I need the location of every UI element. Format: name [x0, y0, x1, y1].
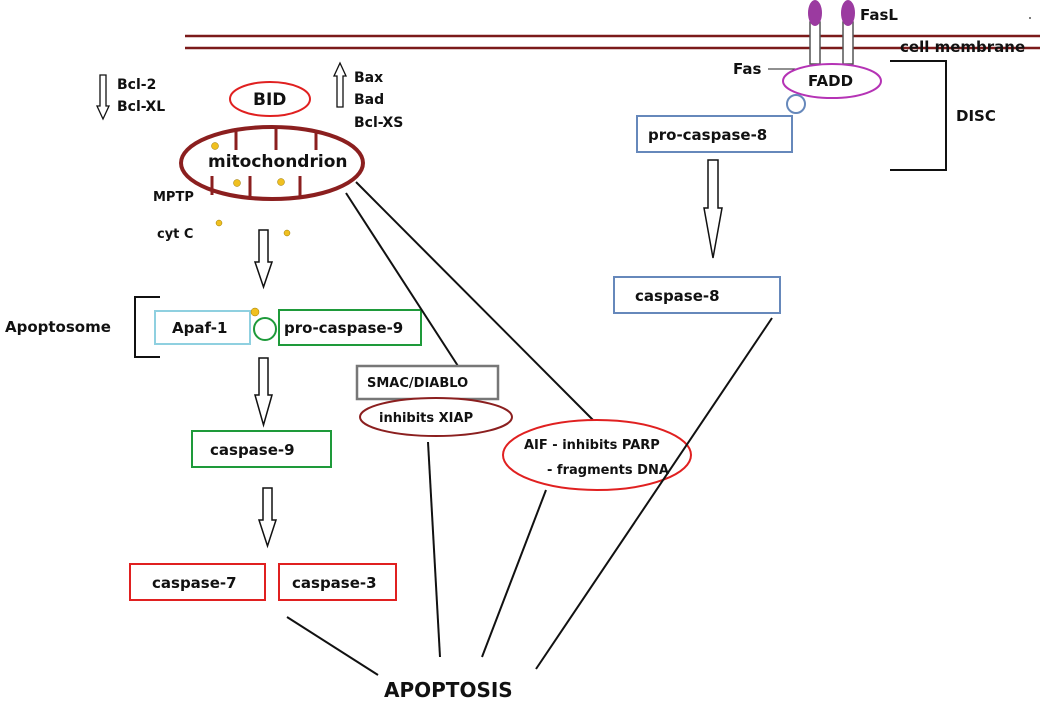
caspase-3-label: caspase-3 — [292, 574, 377, 592]
caspase-3-box — [278, 563, 397, 601]
caspase-7-box — [129, 563, 266, 601]
mitochondrion — [179, 125, 365, 201]
cell-membrane — [185, 34, 1040, 50]
connector-line — [286, 616, 379, 676]
pro-caspase-8-box — [636, 115, 793, 153]
xiap-ellipse — [359, 397, 513, 437]
fadd-adaptor-circle — [786, 94, 806, 114]
caspase-8-box — [613, 276, 781, 314]
fasl-label: FasL — [860, 6, 898, 24]
aif-label-line2: - fragments DNA — [547, 463, 669, 478]
bcl2-label: Bcl-2 — [117, 77, 156, 93]
apoptosome-label: Apoptosome — [5, 318, 111, 336]
fadd-label: FADD — [808, 72, 853, 90]
cytc-label: cyt C — [157, 227, 193, 242]
down-arrow-icon — [95, 74, 111, 121]
mitochondrion-label: mitochondrion — [208, 152, 347, 172]
disc-bracket — [890, 60, 947, 171]
disc-label: DISC — [956, 107, 996, 125]
connector-line — [355, 181, 595, 422]
caspase-9-box — [191, 430, 332, 468]
arrow-to-executioner-caspases — [257, 487, 278, 549]
xiap-label: inhibits XIAP — [379, 411, 473, 426]
caspase-7-label: caspase-7 — [152, 574, 237, 592]
cytc-granule — [283, 229, 291, 237]
connector-line — [427, 441, 441, 658]
bclxs-label: Bcl-XS — [354, 115, 403, 131]
apaf1-label: Apaf-1 — [172, 319, 227, 337]
fas-label: Fas — [733, 60, 761, 78]
aif-label-line1: AIF - inhibits PARP — [524, 438, 660, 453]
bid-ellipse — [229, 81, 311, 117]
bax-label: Bax — [354, 70, 383, 86]
caspase-9-binding-circle — [253, 317, 277, 341]
up-arrow-icon — [332, 61, 348, 108]
smac-diablo-box — [355, 364, 500, 401]
pro-caspase-8-label: pro-caspase-8 — [648, 126, 767, 144]
caspase-9-label: caspase-9 — [210, 441, 295, 459]
pro-caspase-9-label: pro-caspase-9 — [284, 319, 403, 337]
arrow-to-caspase-9 — [254, 357, 273, 428]
cell-membrane-label: cell membrane — [900, 38, 1025, 56]
apoptosome-bracket — [134, 296, 160, 358]
apoptosis-label: APOPTOSIS — [384, 678, 513, 702]
caspase-8-label: caspase-8 — [635, 287, 720, 305]
stray-dot — [1029, 17, 1031, 19]
mptp-label: MPTP — [153, 190, 194, 205]
connector-line — [481, 489, 547, 658]
arrow-to-apoptosome — [253, 229, 274, 290]
bad-label: Bad — [354, 92, 384, 108]
fadd-ellipse — [782, 63, 882, 99]
connector-line — [535, 317, 773, 670]
pro-caspase-9-box — [278, 309, 422, 346]
cytc-granule — [215, 219, 223, 227]
apaf1-box — [154, 310, 251, 345]
cytc-granule — [250, 307, 260, 317]
bid-label: BID — [253, 90, 286, 110]
smac-diablo-label: SMAC/DIABLO — [367, 376, 468, 391]
connector-line — [345, 192, 459, 367]
fasl-receptor — [808, 0, 855, 65]
bclxl-label: Bcl-XL — [117, 99, 165, 115]
aif-ellipse — [502, 419, 692, 491]
arrow-to-caspase-8 — [703, 159, 723, 259]
